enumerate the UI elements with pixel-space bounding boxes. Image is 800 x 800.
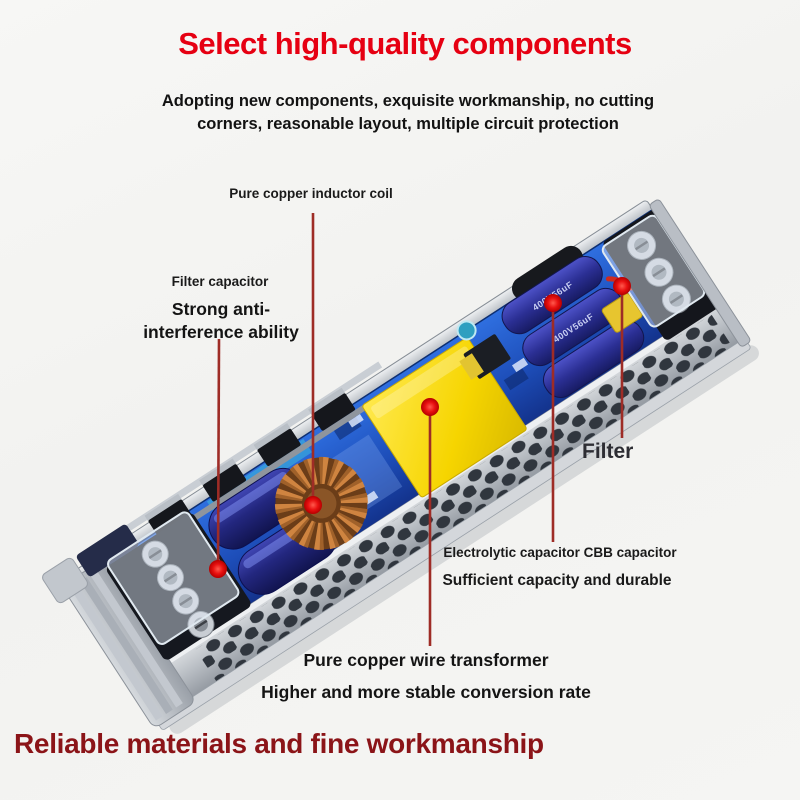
callout-transformer-label: Pure copper wire transformer <box>303 650 549 670</box>
callout-lines <box>216 213 624 646</box>
electrolytic-callout-dot <box>544 294 562 312</box>
terminal-block-right <box>601 206 723 340</box>
filter-capacitor-callout-dot <box>209 560 227 578</box>
callout-filter-label: Filter <box>582 440 634 463</box>
aux-transformer <box>459 334 511 380</box>
callout-filter-capacitor-benefit: Strong anti- interference ability <box>143 298 299 344</box>
benefit-line-1: Strong anti- <box>171 299 271 319</box>
toroidal-inductor-coil <box>274 456 368 550</box>
callout-electrolytic-label: Electrolytic capacitor CBB capacitor <box>443 545 677 560</box>
filter-callout-dot <box>613 277 631 295</box>
callout-transformer-benefit: Higher and more stable conversion rate <box>261 682 591 702</box>
page-title: Select high-quality components <box>178 26 632 61</box>
callout-inductor-coil-label: Pure copper inductor coil <box>229 186 393 201</box>
end-fin <box>79 577 173 715</box>
board-shadow <box>169 345 759 734</box>
filter-capacitor-callout-line <box>216 338 221 569</box>
end-plate-dark <box>76 524 139 577</box>
power-supply-board: 400V56uF 400V56uF <box>42 199 759 734</box>
end-cap-right <box>649 199 751 347</box>
end-fin <box>69 583 163 721</box>
benefit-line-2: interference ability <box>143 321 299 342</box>
mounting-tab <box>42 557 88 604</box>
black-capacitor <box>511 245 583 301</box>
footer-title: Reliable materials and fine workmanship <box>14 728 544 759</box>
subtitle-line-1: Adopting new components, exquisite workm… <box>161 92 655 110</box>
end-fin <box>90 570 183 708</box>
terminal-block-left <box>106 511 251 660</box>
subtitle-line-2: corners, reasonable layout, multiple cir… <box>197 115 619 134</box>
terminal-cover <box>107 511 240 645</box>
transformer-yellow <box>362 337 527 498</box>
transistor-row <box>126 361 397 554</box>
disc-capacitor <box>456 320 477 341</box>
inductor-callout-dot <box>304 496 322 514</box>
transformer-callout-dot <box>421 398 439 416</box>
ventilation-holes <box>195 314 733 682</box>
callout-filter-capacitor-label: Filter capacitor <box>171 274 269 289</box>
page-subtitle: Adopting new components, exquisite workm… <box>162 90 654 136</box>
callout-dots <box>209 277 631 578</box>
callout-electrolytic-benefit: Sufficient capacity and durable <box>442 572 672 589</box>
